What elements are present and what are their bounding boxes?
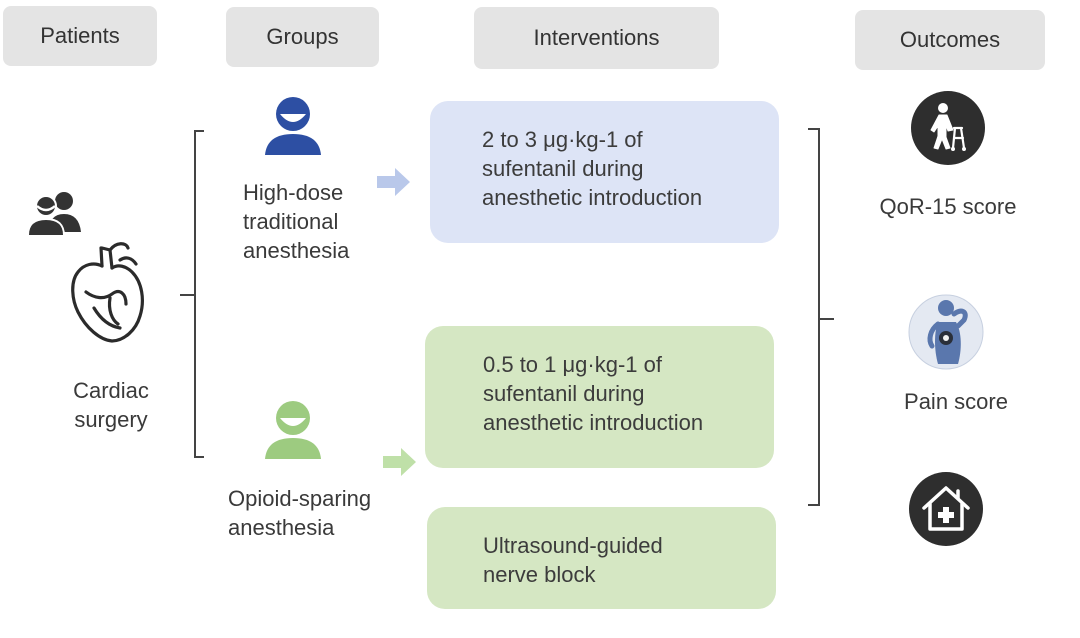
header-groups: Groups (226, 7, 379, 67)
left-bracket-bottom-tick (194, 456, 204, 458)
people-icon (27, 192, 81, 236)
heart-icon (71, 242, 144, 343)
back-pain-icon (908, 294, 984, 370)
home-medical-icon (909, 472, 983, 546)
patients-label: Cardiac surgery (73, 378, 149, 432)
intervention-nerve-block-box: Ultrasound-guided nerve block (427, 507, 776, 609)
arrow-right-icon (383, 448, 416, 476)
outcome-pain-label: Pain score (904, 389, 1008, 414)
intervention-opioid-sparing-box: 0.5 to 1 μg·kg-1 of sufentanil during an… (425, 326, 774, 468)
arrow-right-icon (377, 168, 410, 196)
person-icon (265, 401, 321, 459)
group-high-dose-label: High-dose traditional anesthesia (243, 180, 350, 263)
right-bracket (818, 128, 820, 506)
left-bracket-top-tick (194, 130, 204, 132)
right-bracket-bottom-tick (808, 504, 819, 506)
right-bracket-top-tick (808, 128, 819, 130)
header-outcomes: Outcomes (855, 10, 1045, 70)
intervention-high-dose-box: 2 to 3 μg·kg-1 of sufentanil during anes… (430, 101, 779, 243)
header-interventions: Interventions (474, 7, 719, 69)
person-icon (265, 97, 321, 155)
left-bracket (194, 130, 196, 458)
header-patients: Patients (3, 6, 157, 66)
left-bracket-stem (180, 294, 195, 296)
elderly-walker-icon (911, 91, 985, 165)
outcome-qor15-label: QoR-15 score (879, 194, 1017, 219)
right-bracket-stem (819, 318, 834, 320)
group-opioid-sparing-label: Opioid-sparing anesthesia (228, 486, 372, 540)
